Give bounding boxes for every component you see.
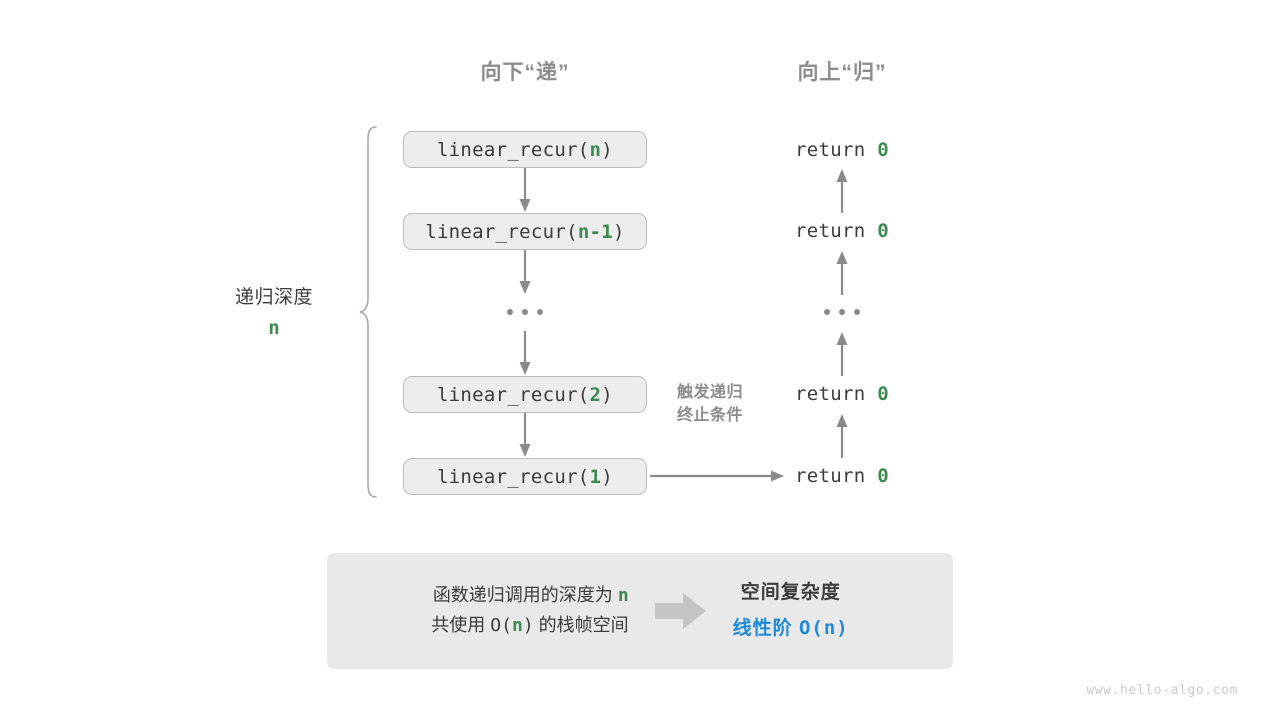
call-box-prefix: linear_recur( (425, 220, 578, 243)
descend-arrow-2 (518, 250, 532, 295)
recursion-depth-brace (358, 126, 382, 498)
summary-line-2-text-b: 的栈帧空间 (538, 615, 629, 635)
call-box-arg: n-1 (577, 220, 614, 243)
summary-line-2-bigo: O(n) (490, 615, 533, 636)
call-box-prefix: linear_recur( (436, 138, 590, 161)
call-box-arg: 1 (589, 465, 602, 488)
call-box-suffix: ) (601, 465, 614, 488)
call-box-prefix: linear_recur( (436, 383, 590, 406)
recursion-depth-label: 递归深度 n (235, 282, 313, 339)
ellipsis-dot (507, 309, 513, 315)
ellipsis-dot (839, 309, 845, 315)
summary-line-1-text: 函数递归调用的深度为 (432, 585, 613, 606)
descend-arrow-3 (518, 331, 532, 376)
ascend-arrow-2 (835, 250, 849, 295)
return-keyword: return (795, 139, 866, 161)
return-label-4: return 0 (795, 465, 889, 487)
trigger-note-line-1: 触发递归 (676, 384, 744, 401)
call-box-arg: 2 (589, 383, 602, 406)
complexity-summary-panel: 函数递归调用的深度为 n 共使用 O(n) 的栈帧空间 空间复杂度 线性阶 O(… (327, 553, 953, 669)
return-keyword: return (795, 220, 866, 242)
summary-description: 函数递归调用的深度为 n 共使用 O(n) 的栈帧空间 (431, 581, 628, 640)
ellipsis-dot (854, 309, 860, 315)
bigo-var: n (511, 615, 523, 636)
bigo-prefix: O( (490, 615, 512, 636)
call-box-1[interactable]: linear_recur(1) (403, 458, 647, 495)
return-keyword: return (795, 383, 866, 405)
summary-line-2-text-a: 共使用 (431, 615, 486, 635)
summary-line-2: 共使用 O(n) 的栈帧空间 (431, 611, 628, 641)
descend-arrow-4 (518, 413, 532, 458)
call-box-n-minus-1[interactable]: linear_recur(n-1) (403, 213, 647, 250)
ascend-arrow-1 (835, 168, 849, 213)
column-header-descend: 向下“递” (480, 61, 570, 84)
recursion-depth-text: 递归深度 (234, 287, 314, 308)
site-watermark: www.hello-algo.com (1086, 683, 1238, 698)
call-box-2[interactable]: linear_recur(2) (403, 376, 647, 413)
trigger-termination-note: 触发递归 终止条件 (677, 381, 743, 427)
ellipsis-dot (522, 309, 528, 315)
right-block-arrow-icon (654, 592, 707, 630)
call-box-prefix: linear_recur( (436, 465, 590, 488)
summary-line-1-var: n (617, 585, 629, 607)
return-value: 0 (877, 139, 889, 161)
return-value: 0 (877, 383, 889, 405)
summary-result: 空间复杂度 线性阶 O(n) (733, 578, 849, 644)
ascend-arrow-4 (835, 413, 849, 458)
call-box-arg: n (589, 138, 602, 161)
return-value: 0 (877, 465, 889, 487)
summary-line-1: 函数递归调用的深度为 n (431, 581, 629, 611)
return-keyword: return (795, 465, 866, 487)
return-label-2: return 0 (795, 220, 889, 242)
return-value: 0 (877, 220, 889, 242)
call-box-suffix: ) (601, 138, 614, 161)
call-stack-ellipsis (507, 309, 543, 315)
ellipsis-dot (824, 309, 830, 315)
base-case-arrow (650, 469, 785, 483)
column-header-ascend: 向上“归” (797, 61, 887, 84)
summary-result-title: 空间复杂度 (740, 582, 841, 604)
return-label-1: return 0 (795, 139, 889, 161)
summary-result-bigo: O(n) (798, 616, 849, 639)
return-ellipsis (824, 309, 860, 315)
bigo-suffix: ) (522, 615, 534, 636)
call-box-suffix: ) (613, 220, 625, 243)
call-box-suffix: ) (601, 383, 614, 406)
ellipsis-dot (537, 309, 543, 315)
descend-arrow-1 (518, 168, 532, 213)
summary-result-order: 线性阶 (732, 617, 793, 639)
call-box-n[interactable]: linear_recur(n) (403, 131, 647, 168)
summary-result-value: 线性阶 O(n) (733, 613, 849, 644)
return-label-3: return 0 (795, 383, 889, 405)
ascend-arrow-3 (835, 331, 849, 376)
recursion-depth-variable: n (268, 317, 280, 339)
trigger-note-line-2: 终止条件 (676, 407, 744, 425)
